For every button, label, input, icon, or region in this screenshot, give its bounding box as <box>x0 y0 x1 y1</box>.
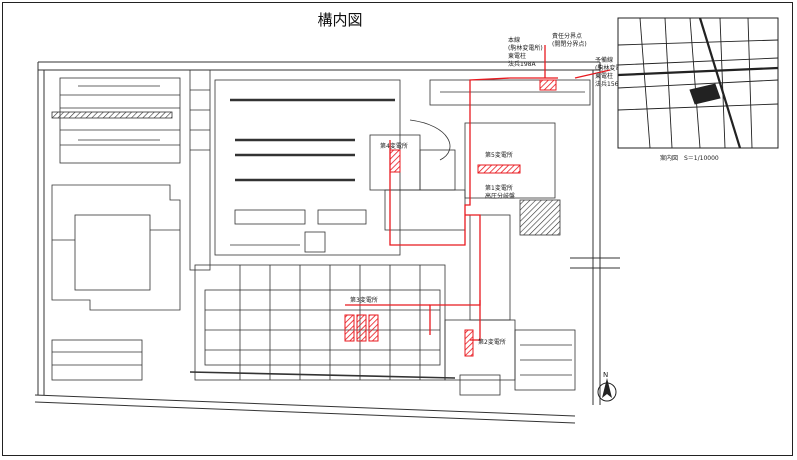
substation-3-marker-b <box>356 314 367 342</box>
substation-3-marker-a <box>344 314 355 342</box>
east-buildings <box>369 79 591 396</box>
label-substation-4: 第4変電所 <box>380 142 408 150</box>
label-reserve-line-sub: (駒林変電所) <box>595 64 630 72</box>
power-route <box>345 45 611 341</box>
substation-markers <box>344 79 557 357</box>
site-roads <box>34 61 620 424</box>
page-title: 構内図 <box>317 11 363 29</box>
label-main-line-feeder: 東電柱 <box>508 52 526 60</box>
substation-4-marker <box>389 149 401 173</box>
west-building <box>51 184 181 381</box>
label-reserve-feeder: 東電柱 <box>595 72 613 80</box>
label-reserve-feeder-no: 法兵156 <box>595 80 619 88</box>
vertical-hatched-band <box>189 69 211 271</box>
substation-2-marker <box>464 329 474 357</box>
label-branch-point-sub: (開閉分界点) <box>552 40 587 48</box>
substation-3-marker-c <box>368 314 379 342</box>
substation-5-marker <box>477 164 521 174</box>
label-substation-2: 第2変電所 <box>478 338 506 346</box>
label-reserve-line: 予備線 <box>595 56 613 64</box>
central-parking <box>214 79 401 256</box>
location-map-caption: 案内図 S＝1/10000 <box>660 154 719 162</box>
main-plant-building <box>189 264 456 381</box>
label-branch-point: 責任分界点 <box>552 32 582 40</box>
drawing-frame <box>2 2 793 456</box>
north-label: N <box>603 371 608 379</box>
north-west-building <box>51 77 181 164</box>
label-main-line-feeder-no: 法兵198A <box>508 60 536 68</box>
label-main-line-sub: (駒林変電所) <box>508 44 543 52</box>
label-substation-5: 第5変電所 <box>485 151 513 159</box>
substation-1-marker <box>539 79 557 91</box>
location-map: 案内図 S＝1/10000 <box>617 17 779 162</box>
label-substation-3: 第3変電所 <box>350 296 378 304</box>
north-arrow-icon: N <box>597 371 617 402</box>
label-substation-5-sub: 高圧分岐盤 <box>485 192 515 200</box>
label-substation-1: 第1変電所 <box>485 184 513 192</box>
label-main-line: 本線 <box>508 36 520 44</box>
